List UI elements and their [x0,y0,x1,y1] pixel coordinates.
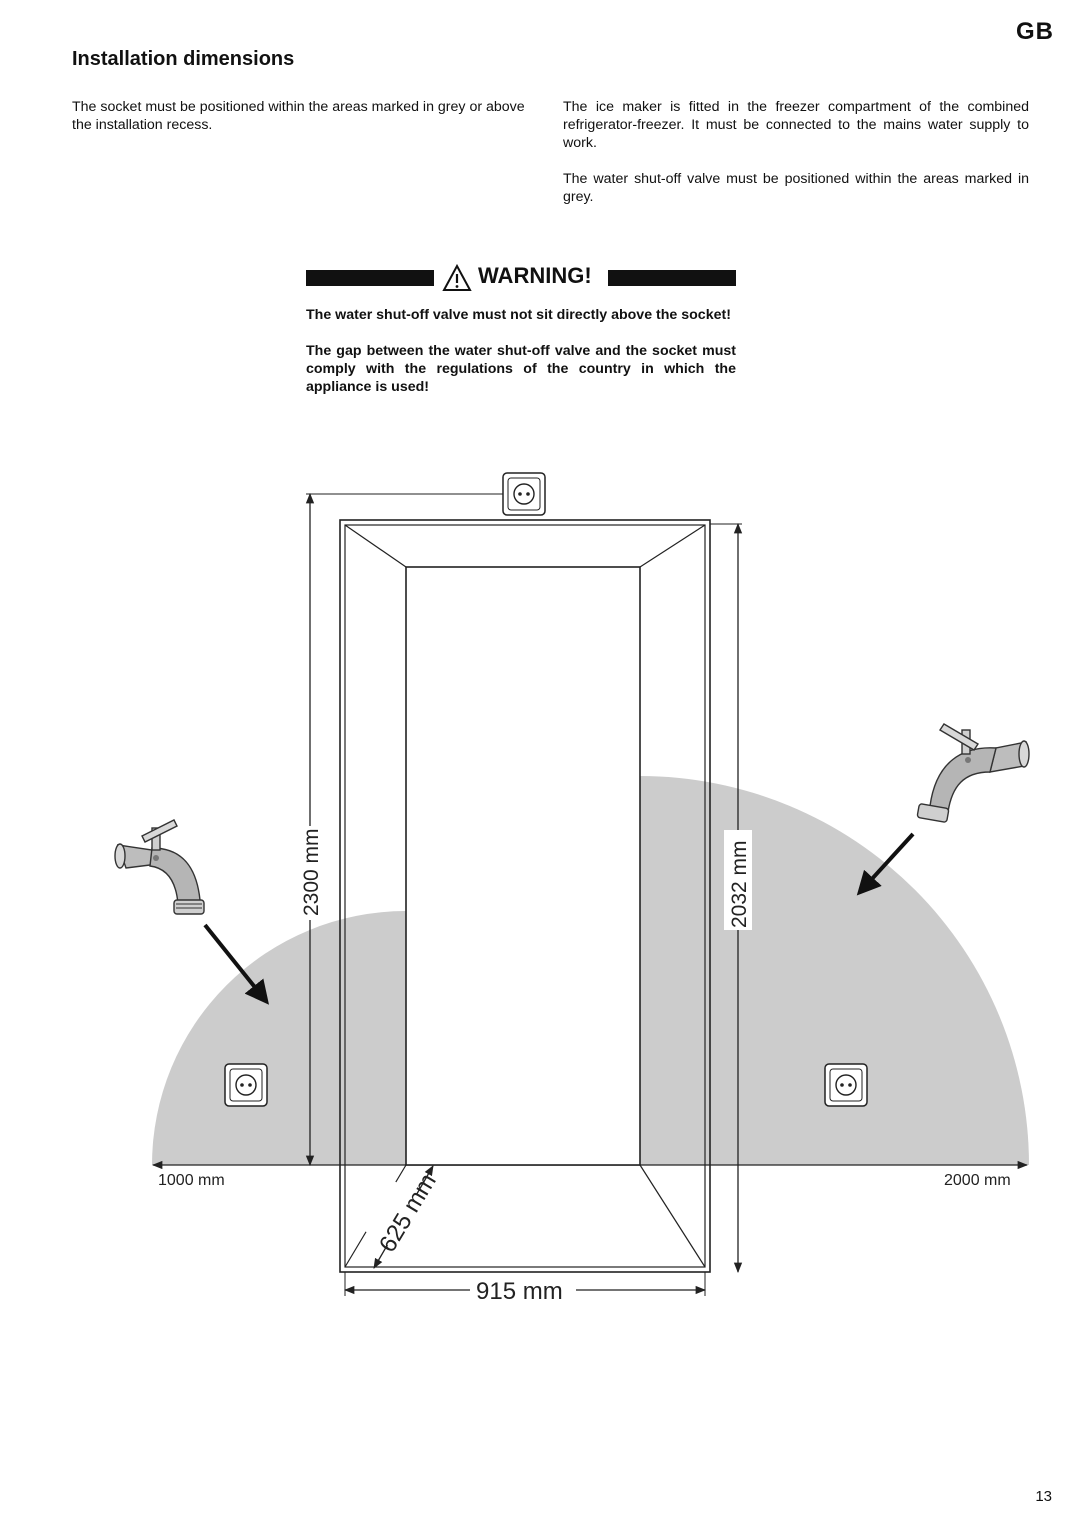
warning-paragraph-2: The gap between the water shut-off valve… [306,343,736,395]
dimension-label-915: 915 mm [476,1278,563,1305]
warning-rule-left [306,270,434,286]
page-number: 13 [1035,1488,1052,1505]
water-tap-icon-left [114,819,205,915]
dimension-label-2032: 2032 mm [728,840,751,928]
socket-icon-right [824,1063,868,1107]
label-bg-2032 [724,830,752,930]
label-bg-2300 [294,826,326,920]
label-bg-625 [352,1174,450,1264]
label-bg-915 [470,1274,576,1304]
warning-banner: WARNING! [306,262,736,294]
socket-icon-left [224,1063,268,1107]
right-column: The ice maker is fitted in the freezer c… [563,98,1029,224]
warning-triangle-icon [442,264,472,291]
dimension-label-2000: 2000 mm [944,1172,1011,1189]
installation-diagram: 2300 mm 2032 mm 1000 mm 2000 mm 625 mm 9… [114,472,1030,1305]
warning-rule-right [608,270,736,286]
grey-area-left [152,911,406,1165]
water-tap-icon-right [916,723,1030,823]
arrow-left [203,923,270,1005]
dimension-label-2300: 2300 mm [300,828,323,916]
warning-text: The water shut-off valve must not sit di… [306,306,736,414]
socket-icon-top [502,472,546,516]
ice-maker-paragraph: The ice maker is fitted in the freezer c… [563,99,1029,151]
socket-instruction: The socket must be positioned within the… [72,99,525,133]
installation-recess [339,519,711,1273]
warning-label: WARNING! [478,263,592,288]
page-title: Installation dimensions [72,48,295,70]
country-code: GB [1016,18,1054,45]
dimension-label-1000: 1000 mm [158,1172,225,1189]
left-column: The socket must be positioned within the… [72,98,542,152]
arrow-right [856,832,915,896]
warning-paragraph-1: The water shut-off valve must not sit di… [306,307,731,323]
valve-position-paragraph: The water shut-off valve must be positio… [563,171,1029,205]
